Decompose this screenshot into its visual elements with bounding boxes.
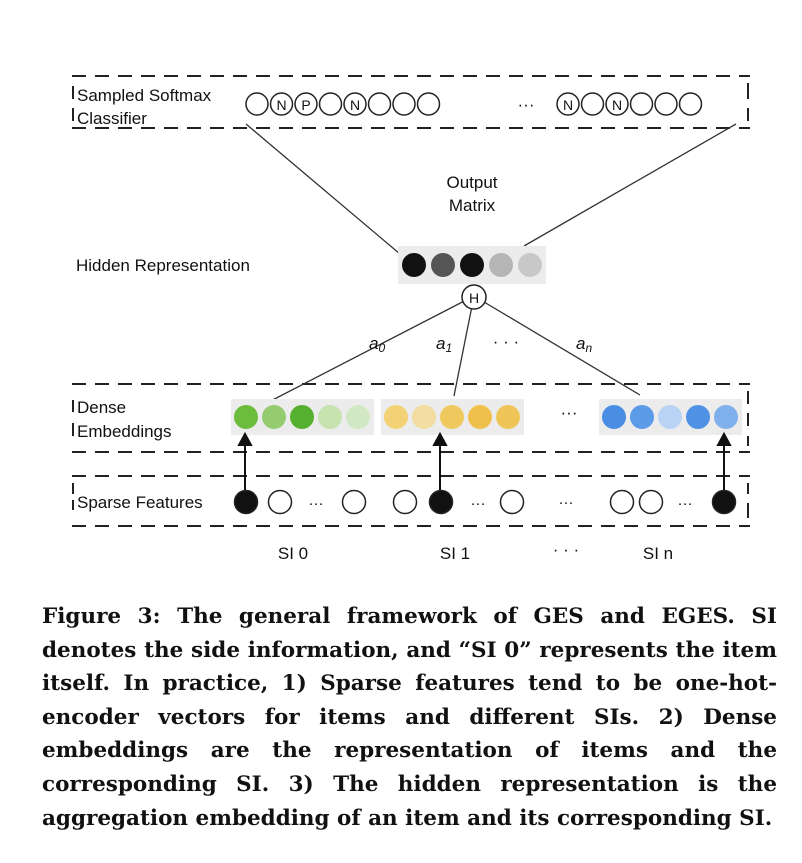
weight-ellipsis: · · ·	[493, 332, 519, 351]
dense-node-1-3	[468, 405, 492, 429]
dense-embedding-groups	[231, 399, 742, 435]
output-matrix-line-left	[245, 123, 401, 255]
hidden-node-0	[402, 253, 426, 277]
sparse-node-4	[428, 489, 454, 515]
softmax-node-right-4	[654, 92, 678, 116]
softmax-node-label-left-2: P	[301, 97, 310, 113]
dense-ellipsis: ···	[561, 403, 578, 422]
dense-label-line2: Embeddings	[77, 422, 172, 441]
softmax-node-left-1	[269, 92, 294, 116]
dense-node-0-4	[346, 405, 370, 429]
softmax-node-left-3	[318, 92, 343, 116]
softmax-node-right-3	[629, 92, 654, 116]
softmax-node-left-6	[392, 92, 416, 116]
sparse-ellipsis-between: ···	[559, 494, 574, 511]
softmax-node-right-5	[678, 92, 703, 116]
softmax-node-left-7	[416, 92, 441, 116]
dense-node-2-4	[714, 405, 738, 429]
dense-node-1-1	[412, 405, 436, 429]
aggregation-line-si1	[453, 295, 475, 397]
hidden-aggregation-node-label: H	[469, 290, 479, 306]
sparse-node-5	[499, 489, 525, 515]
sparse-ellipsis-sin: ···	[678, 495, 693, 512]
dense-node-0-2	[290, 405, 314, 429]
sparse-label: Sparse Features	[77, 493, 203, 512]
softmax-node-right-1	[580, 92, 605, 116]
sparse-node-1	[267, 489, 293, 515]
softmax-node-left-4	[343, 92, 367, 116]
weight-a0: a0	[369, 334, 385, 355]
sparse-node-7	[638, 489, 664, 515]
si-label-0: SI 0	[278, 544, 308, 563]
dense-node-1-2	[440, 405, 464, 429]
dense-node-2-0	[602, 405, 626, 429]
aggregation-line-sin	[473, 295, 641, 396]
hidden-node-3	[489, 253, 513, 277]
output-matrix-label-line2: Matrix	[449, 196, 496, 215]
hidden-representation-label: Hidden Representation	[76, 256, 250, 275]
dense-node-0-3	[318, 405, 342, 429]
hidden-node-2	[460, 253, 484, 277]
sparse-node-3	[392, 489, 418, 515]
softmax-node-label-right-0: N	[563, 97, 573, 113]
figure-caption: Figure 3: The general framework of GES a…	[42, 604, 777, 831]
softmax-node-right-0	[556, 92, 580, 116]
sparse-node-2	[341, 489, 367, 515]
hidden-node-1	[431, 253, 455, 277]
hidden-node-4	[518, 253, 542, 277]
aggregation-line-si0	[258, 295, 475, 408]
dense-node-1-0	[384, 405, 408, 429]
sparse-node-0	[233, 489, 259, 515]
sparse-node-8	[711, 489, 737, 515]
dense-label-line1: Dense	[77, 398, 126, 417]
hidden-representation-nodes	[402, 253, 542, 277]
weight-a1: a1	[436, 334, 452, 355]
framework-diagram: Sampled Softmax Classifier Output Matrix…	[72, 75, 750, 563]
dense-node-0-1	[262, 405, 286, 429]
si-ellipsis: · · ·	[553, 540, 579, 559]
si-label-n: SI n	[643, 544, 673, 563]
dense-node-0-0	[234, 405, 258, 429]
sparse-ellipsis-si1: ···	[471, 495, 486, 512]
dense-node-1-4	[496, 405, 520, 429]
softmax-label-line1: Sampled Softmax	[77, 86, 212, 105]
dense-node-2-3	[686, 405, 710, 429]
hidden-aggregation-node	[461, 284, 487, 310]
sparse-node-6	[609, 489, 635, 515]
softmax-node-label-right-2: N	[612, 97, 622, 113]
softmax-label-line2: Classifier	[77, 109, 147, 128]
dense-node-2-2	[658, 405, 682, 429]
output-matrix-label-line1: Output	[446, 173, 497, 192]
softmax-node-left-5	[367, 92, 392, 116]
softmax-node-left-0	[245, 92, 269, 116]
output-matrix-line-right	[523, 123, 737, 247]
weight-an: an	[576, 334, 592, 355]
softmax-ellipsis: ···	[518, 95, 535, 114]
softmax-node-left-2	[294, 92, 318, 116]
softmax-node-right-2	[605, 92, 629, 116]
dense-node-2-1	[630, 405, 654, 429]
si-label-1: SI 1	[440, 544, 470, 563]
sparse-ellipsis-si0: ···	[309, 495, 324, 512]
sparse-feature-nodes	[233, 489, 737, 515]
softmax-node-label-left-4: N	[350, 97, 360, 113]
softmax-node-label-left-1: N	[276, 97, 286, 113]
